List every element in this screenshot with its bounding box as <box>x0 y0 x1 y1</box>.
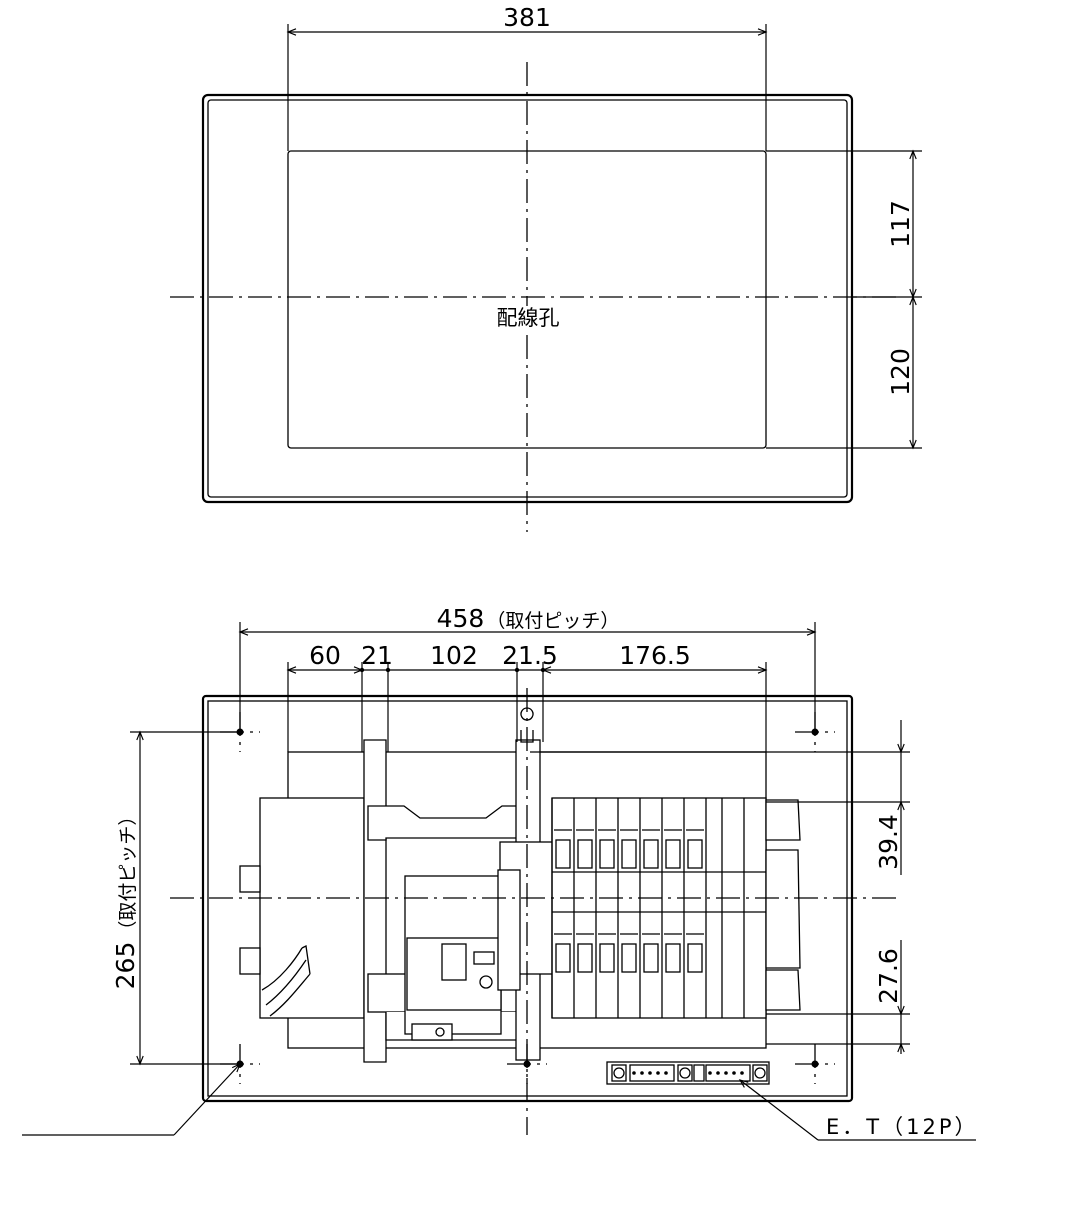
branch-breaker-housing <box>551 797 767 1019</box>
branch-switch-upper <box>687 839 703 869</box>
right-bracket-upper <box>765 799 801 841</box>
dim-381-label: 381 <box>503 3 551 32</box>
terminal-screw <box>632 1071 636 1075</box>
earth-terminal-block <box>606 1061 770 1085</box>
terminal-screw <box>732 1071 736 1075</box>
terminal-screw <box>640 1071 644 1075</box>
right-bracket-lower <box>765 849 801 969</box>
branch-switch-lower <box>687 943 703 973</box>
mounting-holes-leader <box>173 1062 242 1136</box>
main-breaker-terminal-upper <box>239 865 261 893</box>
branch-switch-upper <box>599 839 615 869</box>
terminal-screw <box>716 1071 720 1075</box>
main-breaker-cable <box>261 945 311 1017</box>
branch-switch-lower <box>555 943 571 973</box>
front-view: 458（取付ピッチ） 60 21 102 21.5 176.5 265（取付ピッ… <box>22 604 978 1141</box>
wiring-hole-label: 配線孔 <box>497 306 560 330</box>
branch-breakers <box>551 797 767 1019</box>
terminal-screw <box>740 1071 744 1075</box>
top-view: 381 117 120 配線孔 <box>170 3 922 532</box>
dim-120-label: 120 <box>886 348 915 396</box>
terminal-screw <box>724 1071 728 1075</box>
terminal-screw <box>664 1071 668 1075</box>
leakage-breaker-frame <box>367 805 539 841</box>
branch-switch-upper <box>621 839 637 869</box>
branch-switch-lower <box>665 943 681 973</box>
branch-switch-lower <box>643 943 659 973</box>
dim-21-label: 21 <box>361 641 393 670</box>
branch-switch-upper <box>555 839 571 869</box>
main-breaker-terminal-lower <box>239 947 261 975</box>
branch-switch-lower <box>599 943 615 973</box>
branch-switch-lower <box>621 943 637 973</box>
dim-265-note: （取付ピッチ） <box>117 807 139 940</box>
terminal-screw <box>656 1071 660 1075</box>
branch-switch-upper <box>643 839 659 869</box>
dim-21-5-label: 21.5 <box>502 641 558 670</box>
terminal-screw <box>648 1071 652 1075</box>
branch-switch-lower <box>577 943 593 973</box>
dim-60-label: 60 <box>309 641 341 670</box>
branch-switch-upper <box>577 839 593 869</box>
dim-458-note: （取付ピッチ） <box>486 610 619 632</box>
dim-176-5-label: 176.5 <box>619 641 691 670</box>
dim-102-label: 102 <box>430 641 478 670</box>
branch-switch-upper <box>665 839 681 869</box>
dim-39-4-label: 39.4 <box>874 814 903 870</box>
dim-458-label: 458（取付ピッチ） <box>437 604 620 633</box>
dim-117-label: 117 <box>886 200 915 248</box>
dim-265-label: 265（取付ピッチ） <box>111 807 140 990</box>
terminal-label: E．T（12P） <box>826 1115 978 1139</box>
leakage-test-button <box>479 975 493 989</box>
main-breaker <box>259 797 365 1019</box>
terminal-leader <box>738 1079 819 1141</box>
terminal-screw <box>708 1071 712 1075</box>
leakage-breaker-indicator <box>441 943 467 981</box>
left-din-rail <box>363 739 387 1063</box>
dim-27-6-label: 27.6 <box>874 948 903 1004</box>
